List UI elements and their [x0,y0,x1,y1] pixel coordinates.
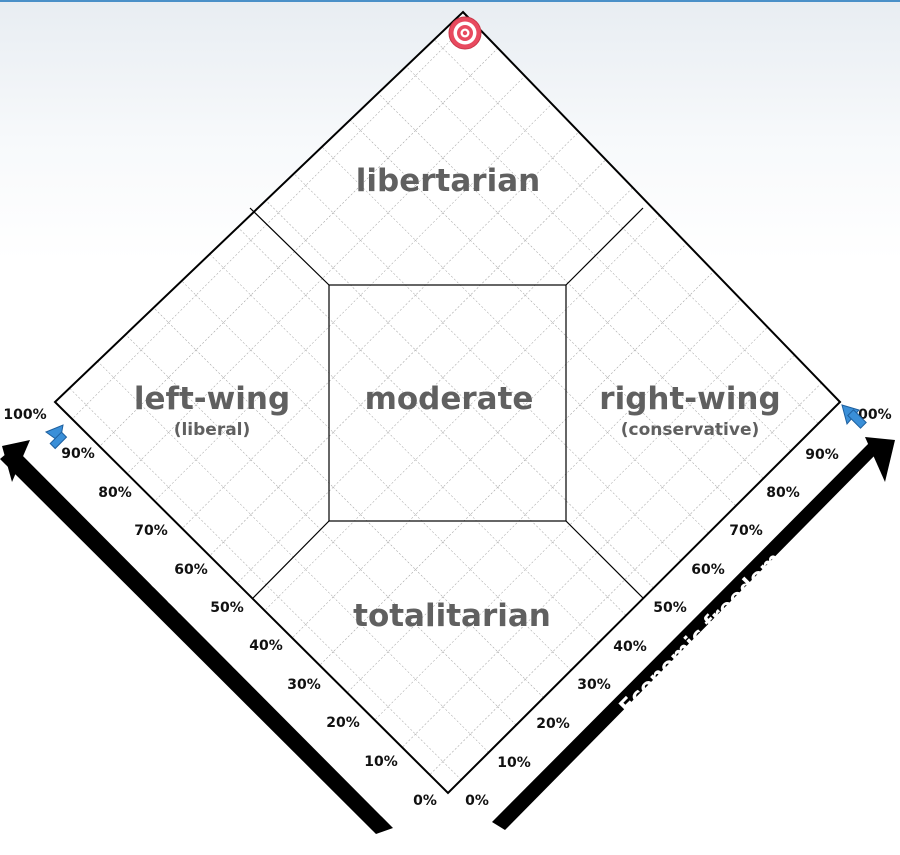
top-border [0,0,900,2]
region-label-left-wing: left-wing [134,381,290,417]
left-tick-100: 100% [3,407,46,423]
left-tick-80: 80% [98,485,132,501]
left-tick-70: 70% [134,523,168,539]
diagram-outline [53,10,842,795]
region-label-right-wing: right-wing [599,381,780,417]
region-label-libertarian: libertarian [356,163,540,199]
left-tick-20: 20% [326,715,360,731]
left-pointer-arrow-icon [44,424,68,450]
right-tick-0: 0% [465,793,489,809]
left-tick-40: 40% [249,638,283,654]
left-tick-0: 0% [413,793,437,809]
right-tick-80: 80% [766,485,800,501]
region-sublabel-conservative: (conservative) [621,420,760,440]
region-dividers [249,207,644,599]
right-tick-20: 20% [536,716,570,732]
region-sublabel-liberal: (liberal) [174,420,251,440]
right-tick-70: 70% [729,523,763,539]
right-tick-60: 60% [691,562,725,578]
left-tick-30: 30% [287,677,321,693]
personal-freedom-ticks: 0% 10% 20% 30% 40% 50% 60% 70% 80% 90% 1… [3,407,437,809]
left-tick-90: 90% [61,446,95,462]
economic-freedom-ticks: 0% 10% 20% 30% 40% 50% 60% 70% 80% 90% 1… [465,407,892,809]
right-tick-40: 40% [613,639,647,655]
target-icon [448,16,482,50]
left-tick-50: 50% [210,600,244,616]
left-tick-60: 60% [174,562,208,578]
right-tick-50: 50% [653,600,687,616]
region-label-moderate: moderate [365,381,534,417]
region-label-totalitarian: totalitarian [353,598,551,634]
left-tick-10: 10% [364,754,398,770]
right-tick-90: 90% [805,447,839,463]
right-tick-30: 30% [577,677,611,693]
right-pointer-arrow-icon [841,404,867,429]
right-tick-10: 10% [497,755,531,771]
